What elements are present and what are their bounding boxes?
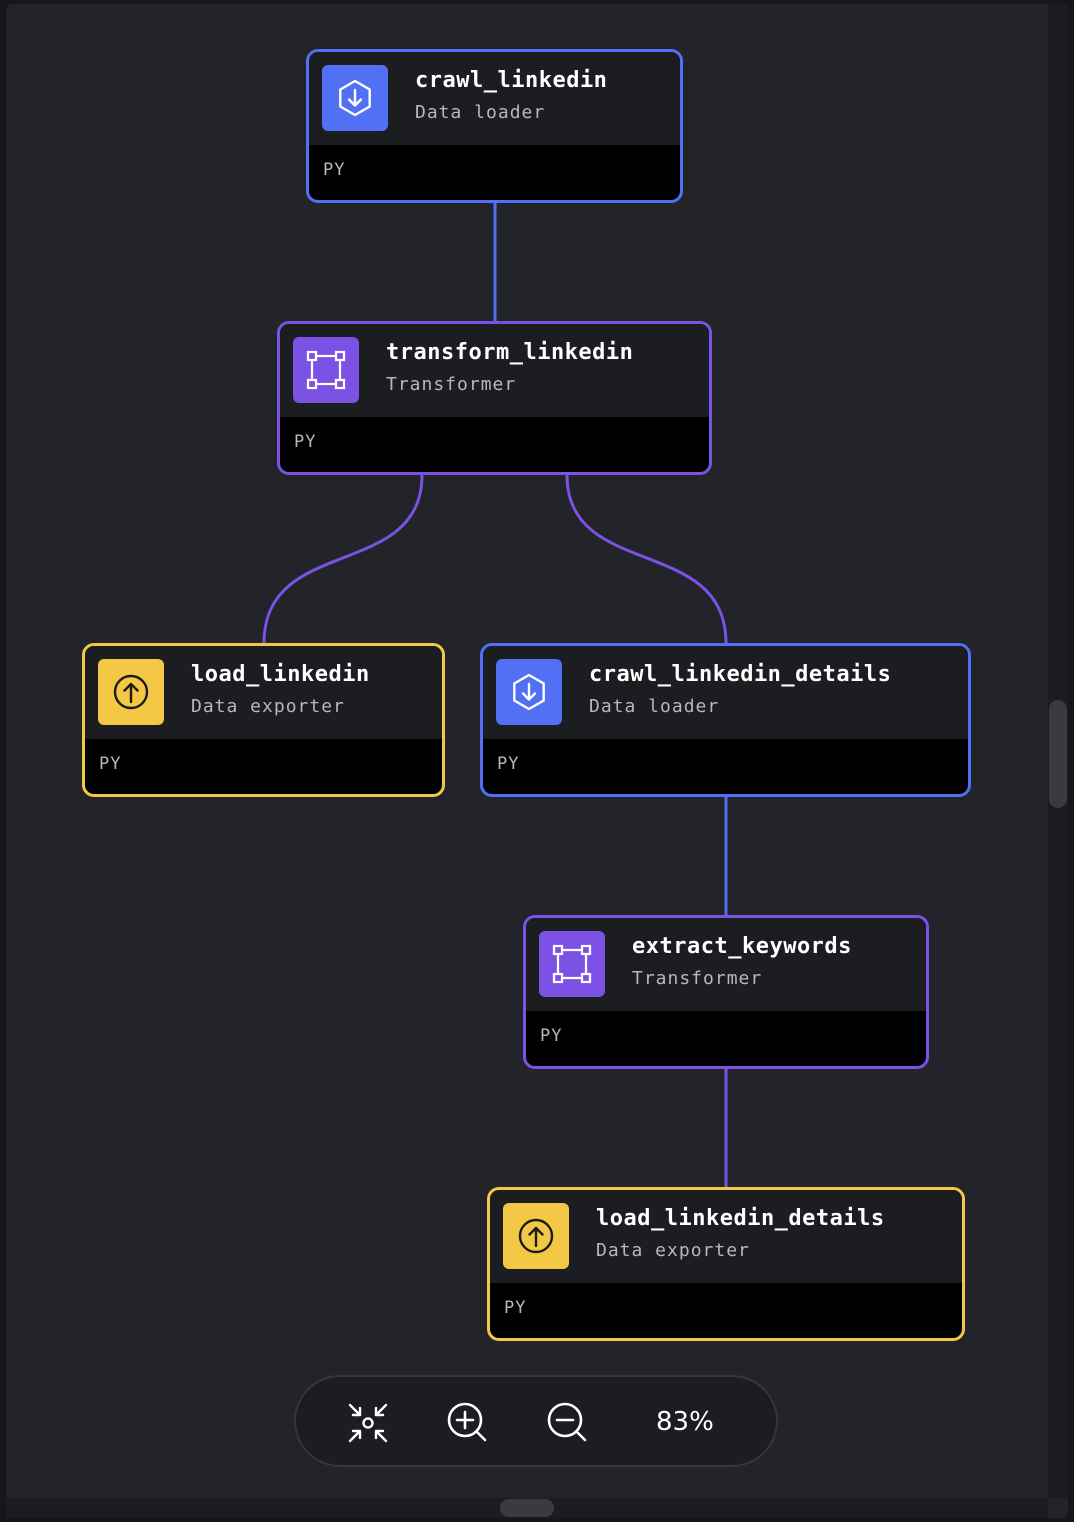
download-icon (322, 65, 388, 131)
upload-icon (98, 659, 164, 725)
block-language: PY (540, 1026, 563, 1046)
vertical-scrollbar[interactable] (1048, 4, 1068, 1498)
vertical-scroll-thumb[interactable] (1049, 700, 1067, 808)
block-language: PY (497, 754, 520, 774)
block-crawl-linkedin[interactable]: crawl_linkedin Data loader PY (306, 49, 683, 203)
block-language: PY (504, 1298, 527, 1318)
block-name: load_linkedin (191, 662, 370, 687)
block-extract-keywords[interactable]: extract_keywords Transformer PY (523, 915, 929, 1069)
block-language: PY (323, 160, 346, 180)
block-name: transform_linkedin (386, 340, 634, 365)
horizontal-scroll-thumb[interactable] (500, 1499, 554, 1517)
block-name: crawl_linkedin_details (589, 662, 892, 687)
block-load-linkedin[interactable]: load_linkedin Data exporter PY (82, 643, 445, 797)
transformer-icon (293, 337, 359, 403)
block-type: Data loader (415, 102, 546, 123)
upload-icon (503, 1203, 569, 1269)
block-header: crawl_linkedin_details Data loader (483, 646, 968, 739)
block-language: PY (294, 432, 317, 452)
canvas-controls: 83% (294, 1375, 778, 1467)
block-name: load_linkedin_details (596, 1206, 885, 1231)
block-load-linkedin-details[interactable]: load_linkedin_details Data exporter PY (487, 1187, 965, 1341)
block-header: crawl_linkedin Data loader (309, 52, 680, 145)
block-transform-linkedin[interactable]: transform_linkedin Transformer PY (277, 321, 712, 475)
block-header: load_linkedin Data exporter (85, 646, 442, 739)
block-type: Transformer (386, 374, 517, 395)
transformer-icon (539, 931, 605, 997)
block-header: transform_linkedin Transformer (280, 324, 709, 417)
block-header: load_linkedin_details Data exporter (490, 1190, 962, 1283)
zoom-in-icon[interactable] (444, 1399, 492, 1447)
fit-view-icon[interactable] (344, 1399, 392, 1447)
block-language: PY (99, 754, 122, 774)
block-type: Data loader (589, 696, 720, 717)
zoom-out-icon[interactable] (544, 1399, 592, 1447)
block-type: Transformer (632, 968, 763, 989)
block-type: Data exporter (596, 1240, 750, 1261)
edge-transform-to-crawl-details (565, 474, 728, 644)
block-type: Data exporter (191, 696, 345, 717)
block-name: extract_keywords (632, 934, 852, 959)
block-crawl-linkedin-details[interactable]: crawl_linkedin_details Data loader PY (480, 643, 971, 797)
block-header: extract_keywords Transformer (526, 918, 926, 1011)
block-name: crawl_linkedin (415, 68, 608, 93)
horizontal-scrollbar[interactable] (6, 1498, 1048, 1518)
zoom-level: 83% (656, 1407, 714, 1437)
download-icon (496, 659, 562, 725)
edge-transform-to-load (262, 474, 424, 644)
